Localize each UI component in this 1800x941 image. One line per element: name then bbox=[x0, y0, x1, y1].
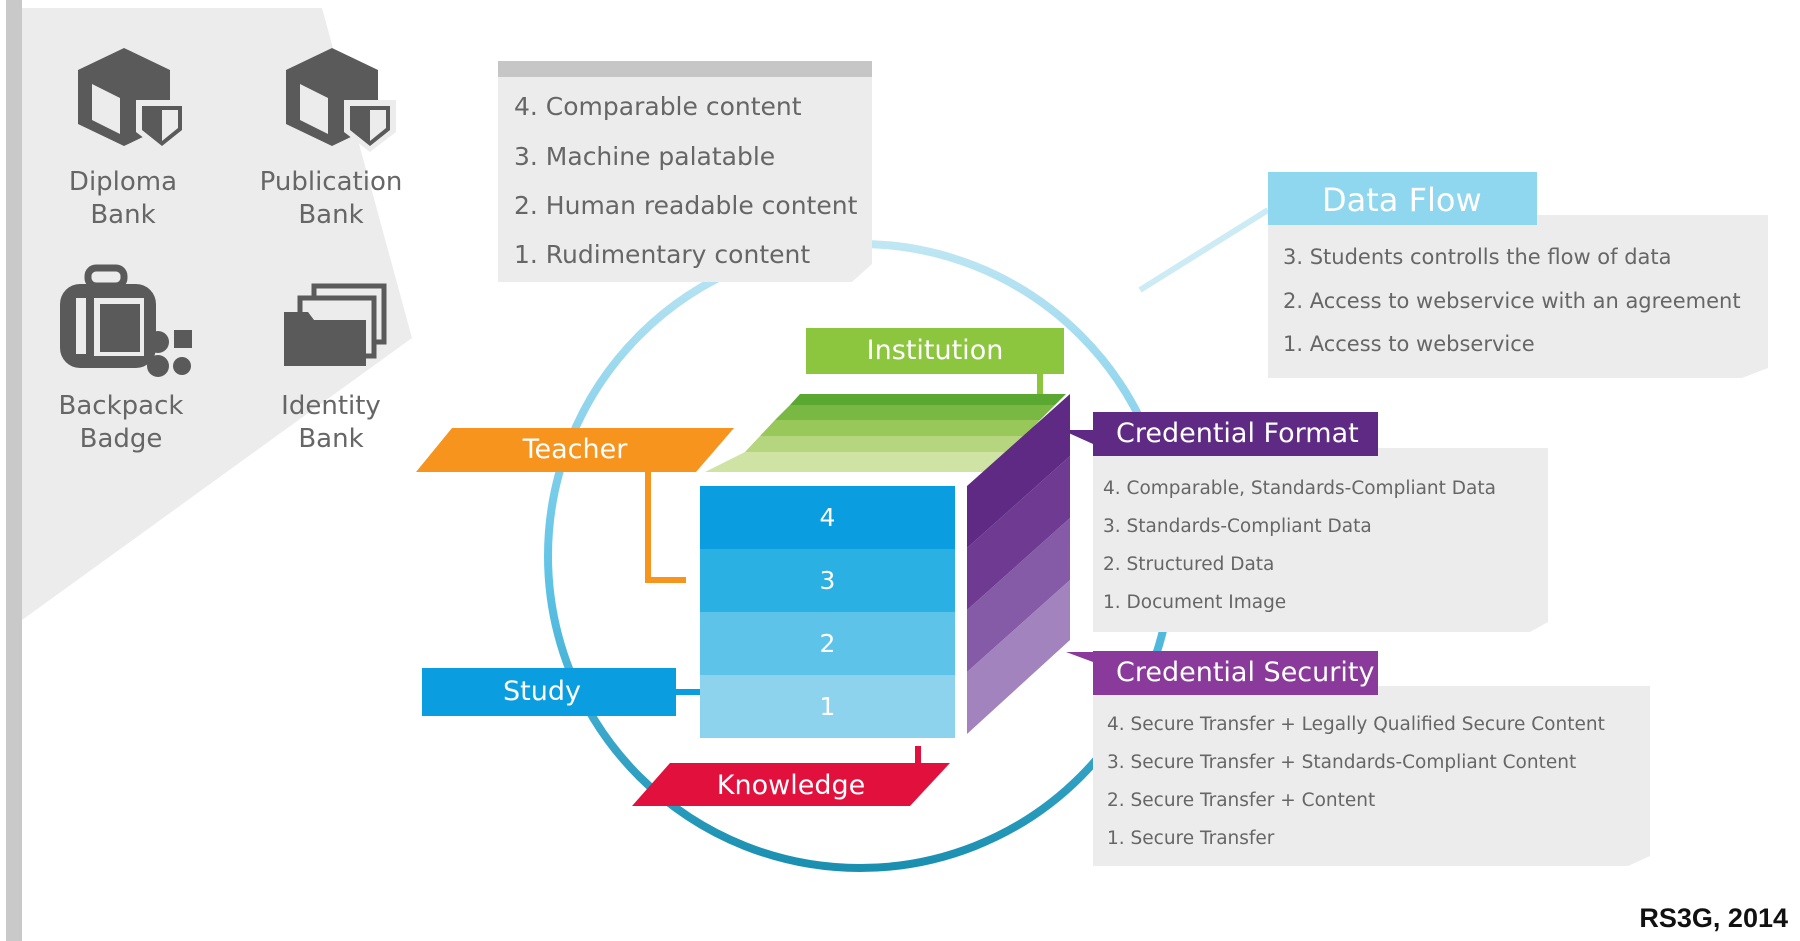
institution-label-bg bbox=[806, 328, 1064, 374]
backpack-icon bbox=[60, 264, 192, 377]
identity-bank-label: Identity Bank bbox=[246, 390, 416, 456]
cube-front-level-1 bbox=[700, 675, 955, 738]
study-label: Study bbox=[503, 676, 581, 707]
credential-security-header bbox=[1066, 651, 1378, 695]
cube-side-layer-2 bbox=[967, 518, 1070, 672]
data-flow-panel bbox=[1268, 215, 1768, 378]
credential-format-title: Credential Format bbox=[1116, 418, 1359, 449]
cube-side-layer-1 bbox=[967, 580, 1070, 734]
cube-side-layer-4 bbox=[967, 394, 1070, 548]
content-panel bbox=[498, 77, 872, 282]
left-edge-bar bbox=[6, 0, 22, 941]
list-item: 2. Human readable content bbox=[514, 191, 858, 220]
teacher-connector bbox=[645, 470, 686, 583]
label-line: Diploma bbox=[68, 167, 178, 197]
list-item: 3. Secure Transfer + Standards-Compliant… bbox=[1107, 752, 1577, 773]
backpack-badge-label: Backpack Badge bbox=[36, 390, 206, 456]
folders-icon bbox=[284, 283, 387, 366]
label-line: Bank bbox=[90, 200, 156, 230]
list-item: 1. Secure Transfer bbox=[1107, 828, 1275, 849]
cube-top-layer-1 bbox=[745, 436, 1025, 452]
cube-top-layer-3 bbox=[775, 405, 1055, 420]
cube-level-2: 2 bbox=[819, 629, 836, 658]
list-item: 1. Access to webservice bbox=[1283, 332, 1535, 356]
credential-format-header bbox=[1062, 412, 1378, 456]
data-flow-connector bbox=[1138, 207, 1270, 293]
list-item: 3. Standards-Compliant Data bbox=[1103, 516, 1372, 537]
cube-front-level-2 bbox=[700, 612, 955, 675]
cube-level-4: 4 bbox=[819, 503, 836, 532]
list-item: 3. Machine palatable bbox=[514, 142, 776, 171]
data-flow-title: Data Flow bbox=[1322, 181, 1482, 219]
list-item: 2. Structured Data bbox=[1103, 554, 1275, 575]
list-item: 2. Secure Transfer + Content bbox=[1107, 790, 1376, 811]
credential-security-panel bbox=[1093, 686, 1650, 866]
diploma-bank-label: Diploma Bank bbox=[38, 166, 208, 232]
list-item: 1. Document Image bbox=[1103, 592, 1287, 613]
content-panel-header bbox=[498, 61, 872, 77]
teacher-label-bg bbox=[416, 428, 734, 472]
list-item: 4. Comparable, Standards-Compliant Data bbox=[1103, 478, 1496, 499]
knowledge-label: Knowledge bbox=[716, 770, 866, 801]
label-line: Backpack bbox=[58, 391, 184, 421]
bank-panel bbox=[22, 8, 412, 620]
label-line: Bank bbox=[298, 200, 364, 230]
credential-format-panel bbox=[1093, 448, 1548, 632]
label-line: Identity bbox=[281, 391, 381, 421]
list-item: 3. Students controlls the flow of data bbox=[1283, 245, 1672, 269]
data-flow-header bbox=[1268, 172, 1537, 225]
cube-top-layer-2 bbox=[760, 420, 1040, 436]
label-line: Badge bbox=[79, 424, 163, 454]
box-shield-icon bbox=[286, 48, 396, 152]
institution-label: Institution bbox=[866, 335, 1004, 366]
publication-bank-label: Publication Bank bbox=[246, 166, 416, 232]
cube-top-layer-0 bbox=[705, 452, 1010, 472]
teacher-label: Teacher bbox=[522, 434, 628, 465]
study-label-bg bbox=[422, 668, 676, 716]
label-line: Bank bbox=[298, 424, 364, 454]
list-item: 1. Rudimentary content bbox=[514, 240, 811, 269]
knowledge-label-bg bbox=[632, 763, 950, 806]
cube-front-level-4 bbox=[700, 486, 955, 549]
list-item: 4. Comparable content bbox=[514, 92, 802, 121]
credential-security-title: Credential Security bbox=[1116, 657, 1375, 688]
box-shield-icon bbox=[78, 48, 188, 152]
label-line: Publication bbox=[259, 167, 403, 197]
credit-text: RS3G, 2014 bbox=[1639, 903, 1788, 933]
cube-level-1: 1 bbox=[819, 692, 836, 721]
list-item: 4. Secure Transfer + Legally Qualified S… bbox=[1107, 714, 1605, 735]
cube-top-layer-4 bbox=[790, 394, 1066, 405]
list-item: 2. Access to webservice with an agreemen… bbox=[1283, 289, 1741, 313]
cube-level-3: 3 bbox=[819, 566, 836, 595]
cube-front-level-3 bbox=[700, 549, 955, 612]
cube-side-layer-3 bbox=[967, 456, 1070, 610]
